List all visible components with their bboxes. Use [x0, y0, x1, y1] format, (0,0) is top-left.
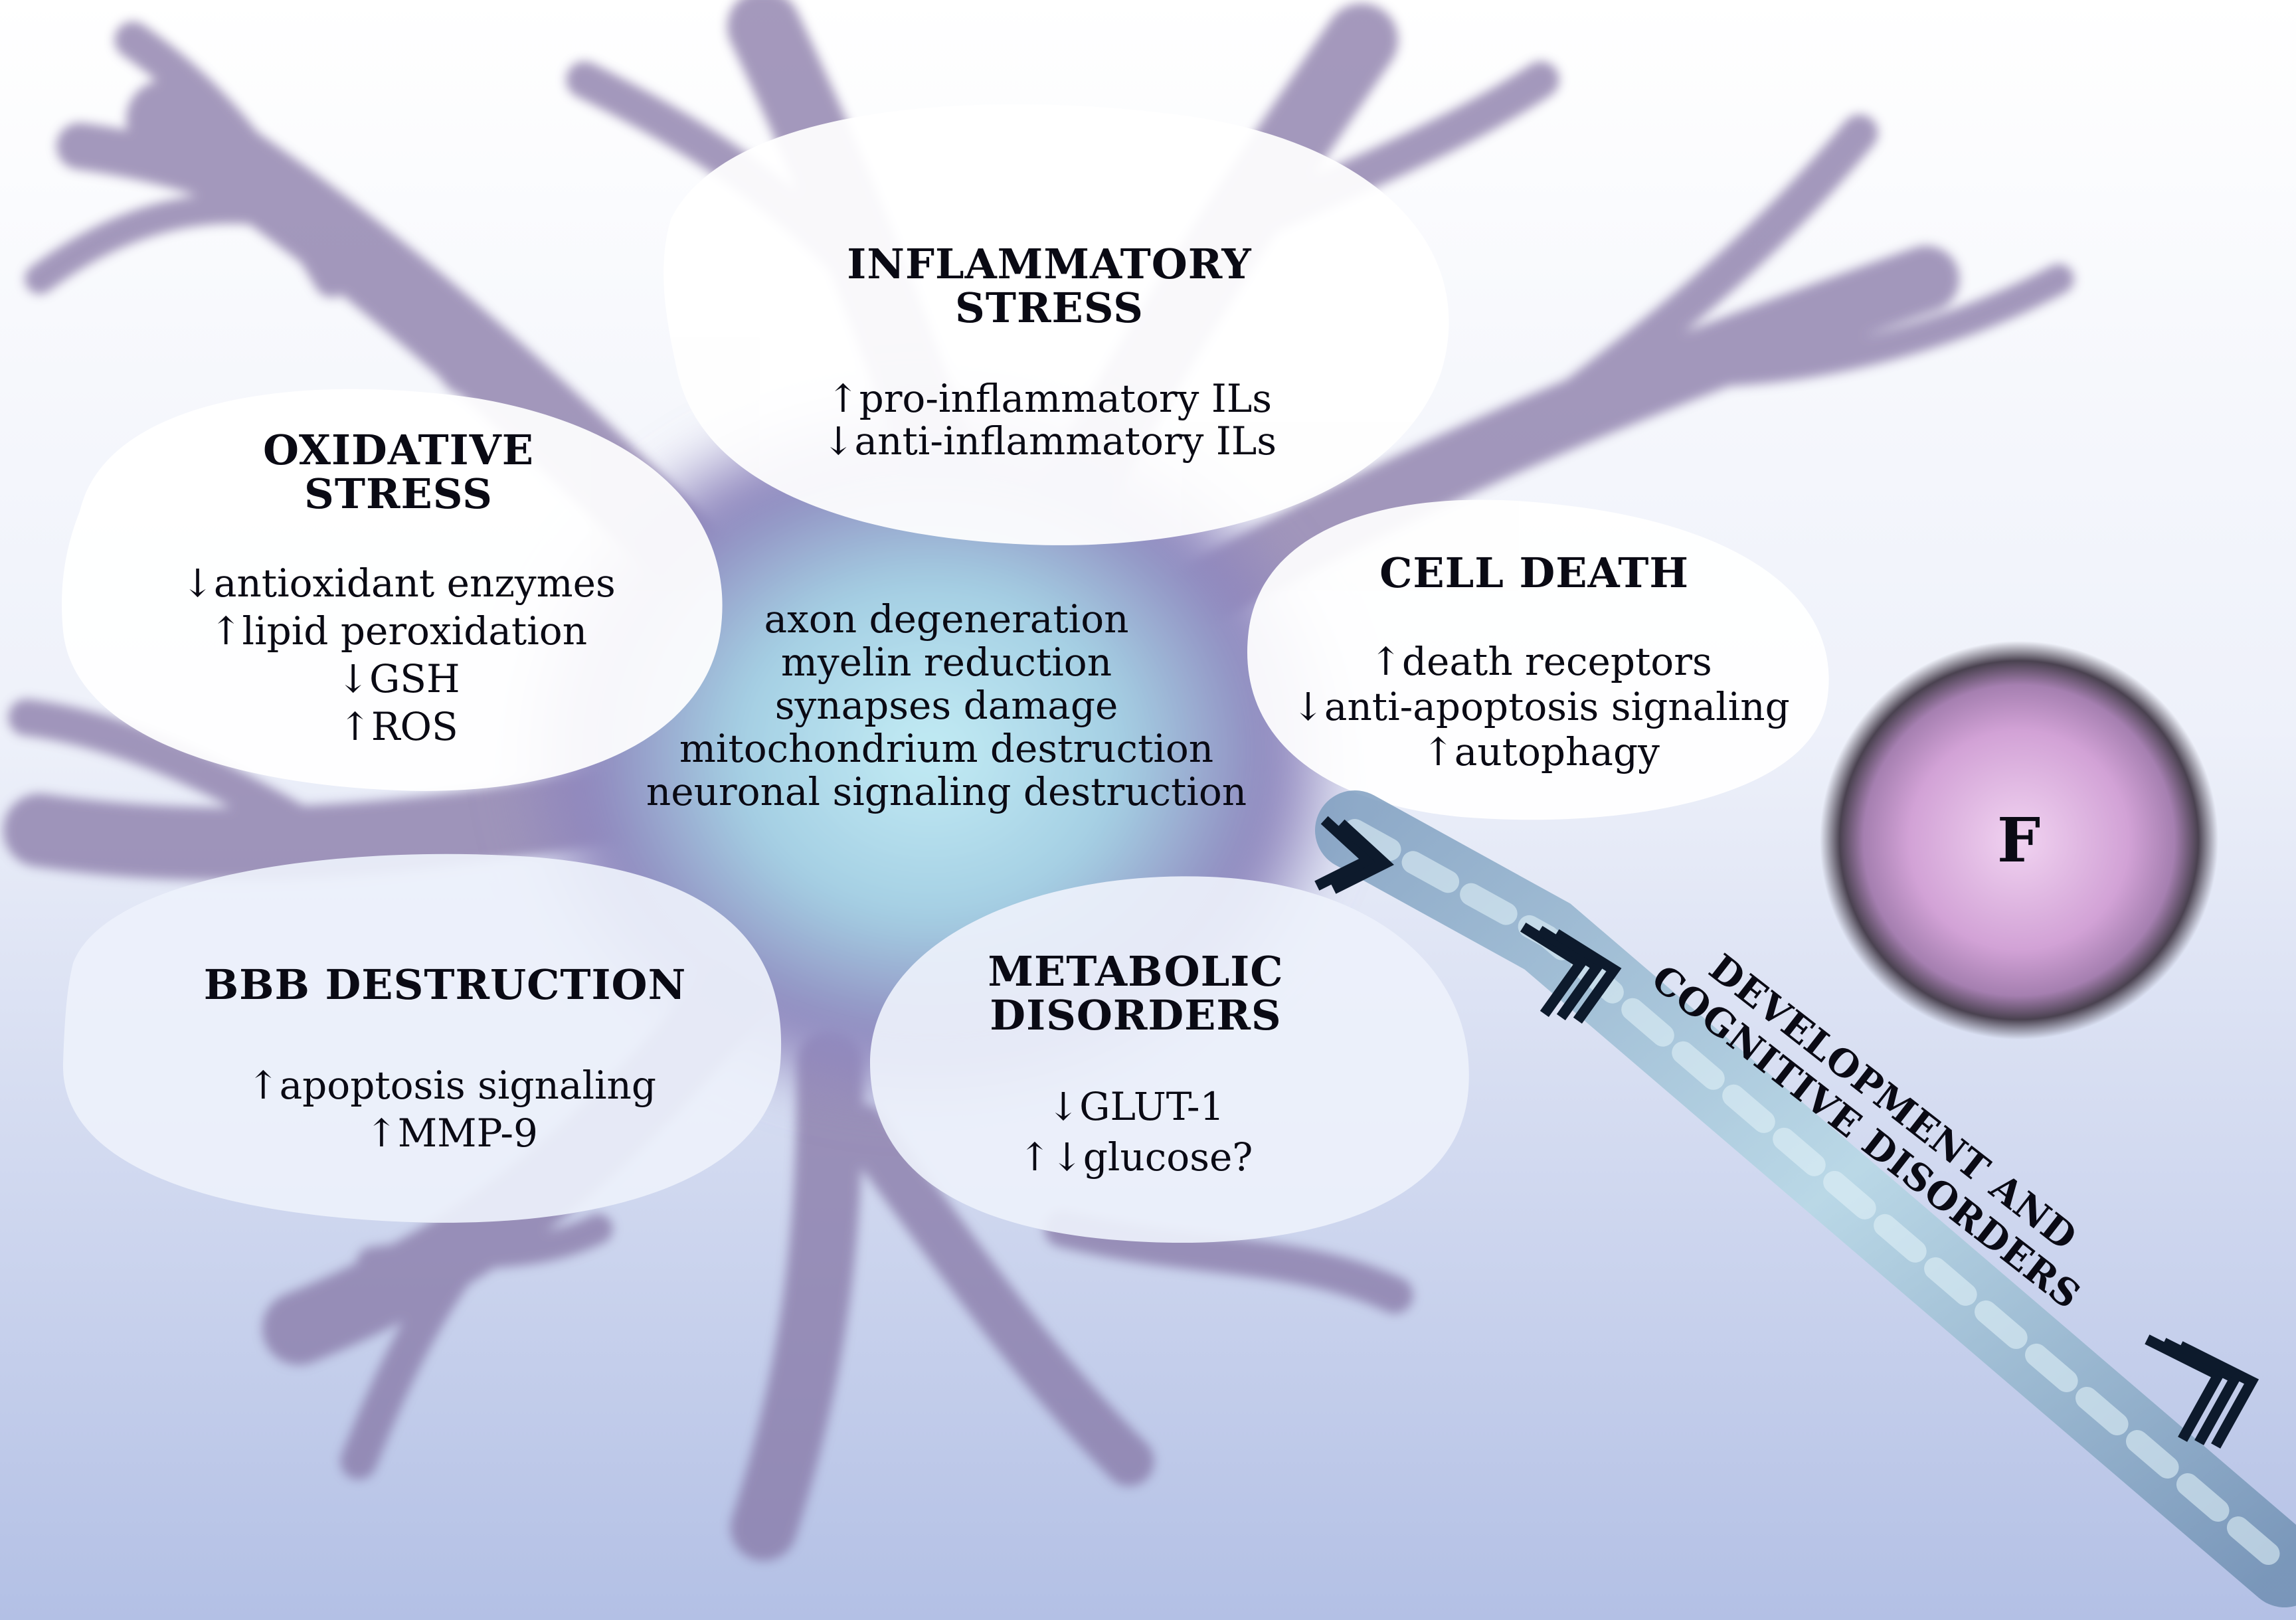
- inflammatory-title-line2: STRESS: [955, 284, 1144, 332]
- cell-death-item: ↓anti-apoptosis signaling: [1292, 684, 1790, 729]
- neuron-damage-item: axon degeneration: [764, 596, 1129, 642]
- metabolic-item: ↑↓glucose?: [1018, 1134, 1253, 1180]
- neuron-damage-item: myelin reduction: [780, 640, 1112, 685]
- oxidative-title-line1: OXIDATIVE: [262, 426, 534, 474]
- inflammatory-stress-items: ↑pro-inflammatory ILs ↓anti-inflammatory…: [747, 377, 1352, 462]
- metabolic-disorders-title: METABOLIC DISORDERS: [910, 950, 1362, 1037]
- inflammatory-item: ↑pro-inflammatory ILs: [826, 376, 1273, 421]
- neuron-damage-item: synapses damage: [774, 683, 1118, 728]
- cell-death-items: ↑death receptors ↓anti-apoptosis signali…: [1249, 639, 1833, 774]
- neuron-damage-item: mitochondrium destruction: [679, 726, 1214, 771]
- oxidative-stress-items: ↓antioxidant enzymes ↑lipid peroxidation…: [106, 559, 691, 751]
- inflammatory-item: ↓anti-inflammatory ILs: [822, 418, 1277, 464]
- metabolic-title-line2: DISORDERS: [990, 991, 1282, 1039]
- oxidative-title-line2: STRESS: [304, 470, 493, 518]
- cell-death-item: ↑death receptors: [1369, 639, 1712, 684]
- bbb-item: ↑apoptosis signaling: [246, 1063, 657, 1108]
- cell-death-title: CELL DEATH: [1379, 549, 1689, 597]
- lower-lobes: [62, 854, 1469, 1243]
- fluoride-sphere: [1820, 641, 2218, 1039]
- inflammatory-title-line1: INFLAMMATORY: [847, 240, 1252, 288]
- inflammatory-stress-title: INFLAMMATORY STRESS: [780, 242, 1318, 330]
- metabolic-title-line1: METABOLIC: [988, 947, 1284, 996]
- lobes: [61, 104, 1829, 820]
- bbb-destruction-title: BBB DESTRUCTION: [203, 960, 687, 1009]
- oxidative-item: ↑ROS: [339, 704, 458, 749]
- oxidative-item: ↓GSH: [337, 656, 460, 701]
- bbb-destruction-items: ↑apoptosis signaling ↑MMP-9: [153, 1061, 751, 1157]
- cell-death-item: ↑autophagy: [1422, 729, 1660, 774]
- neuron-damage-items: axon degeneration myelin reduction synap…: [598, 598, 1295, 814]
- oxidative-item: ↑lipid peroxidation: [209, 608, 588, 654]
- oxidative-stress-title: OXIDATIVE STRESS: [173, 428, 624, 516]
- bbb-item: ↑MMP-9: [365, 1111, 538, 1156]
- metabolic-disorders-items: ↓GLUT-1 ↑↓glucose?: [943, 1081, 1328, 1182]
- oxidative-item: ↓antioxidant enzymes: [181, 561, 616, 606]
- metabolic-item: ↓GLUT-1: [1047, 1084, 1225, 1129]
- neuron-damage-item: neuronal signaling destruction: [646, 769, 1247, 814]
- chevron-arrows: [1314, 816, 2259, 1449]
- fluoride-label: F: [1996, 804, 2042, 876]
